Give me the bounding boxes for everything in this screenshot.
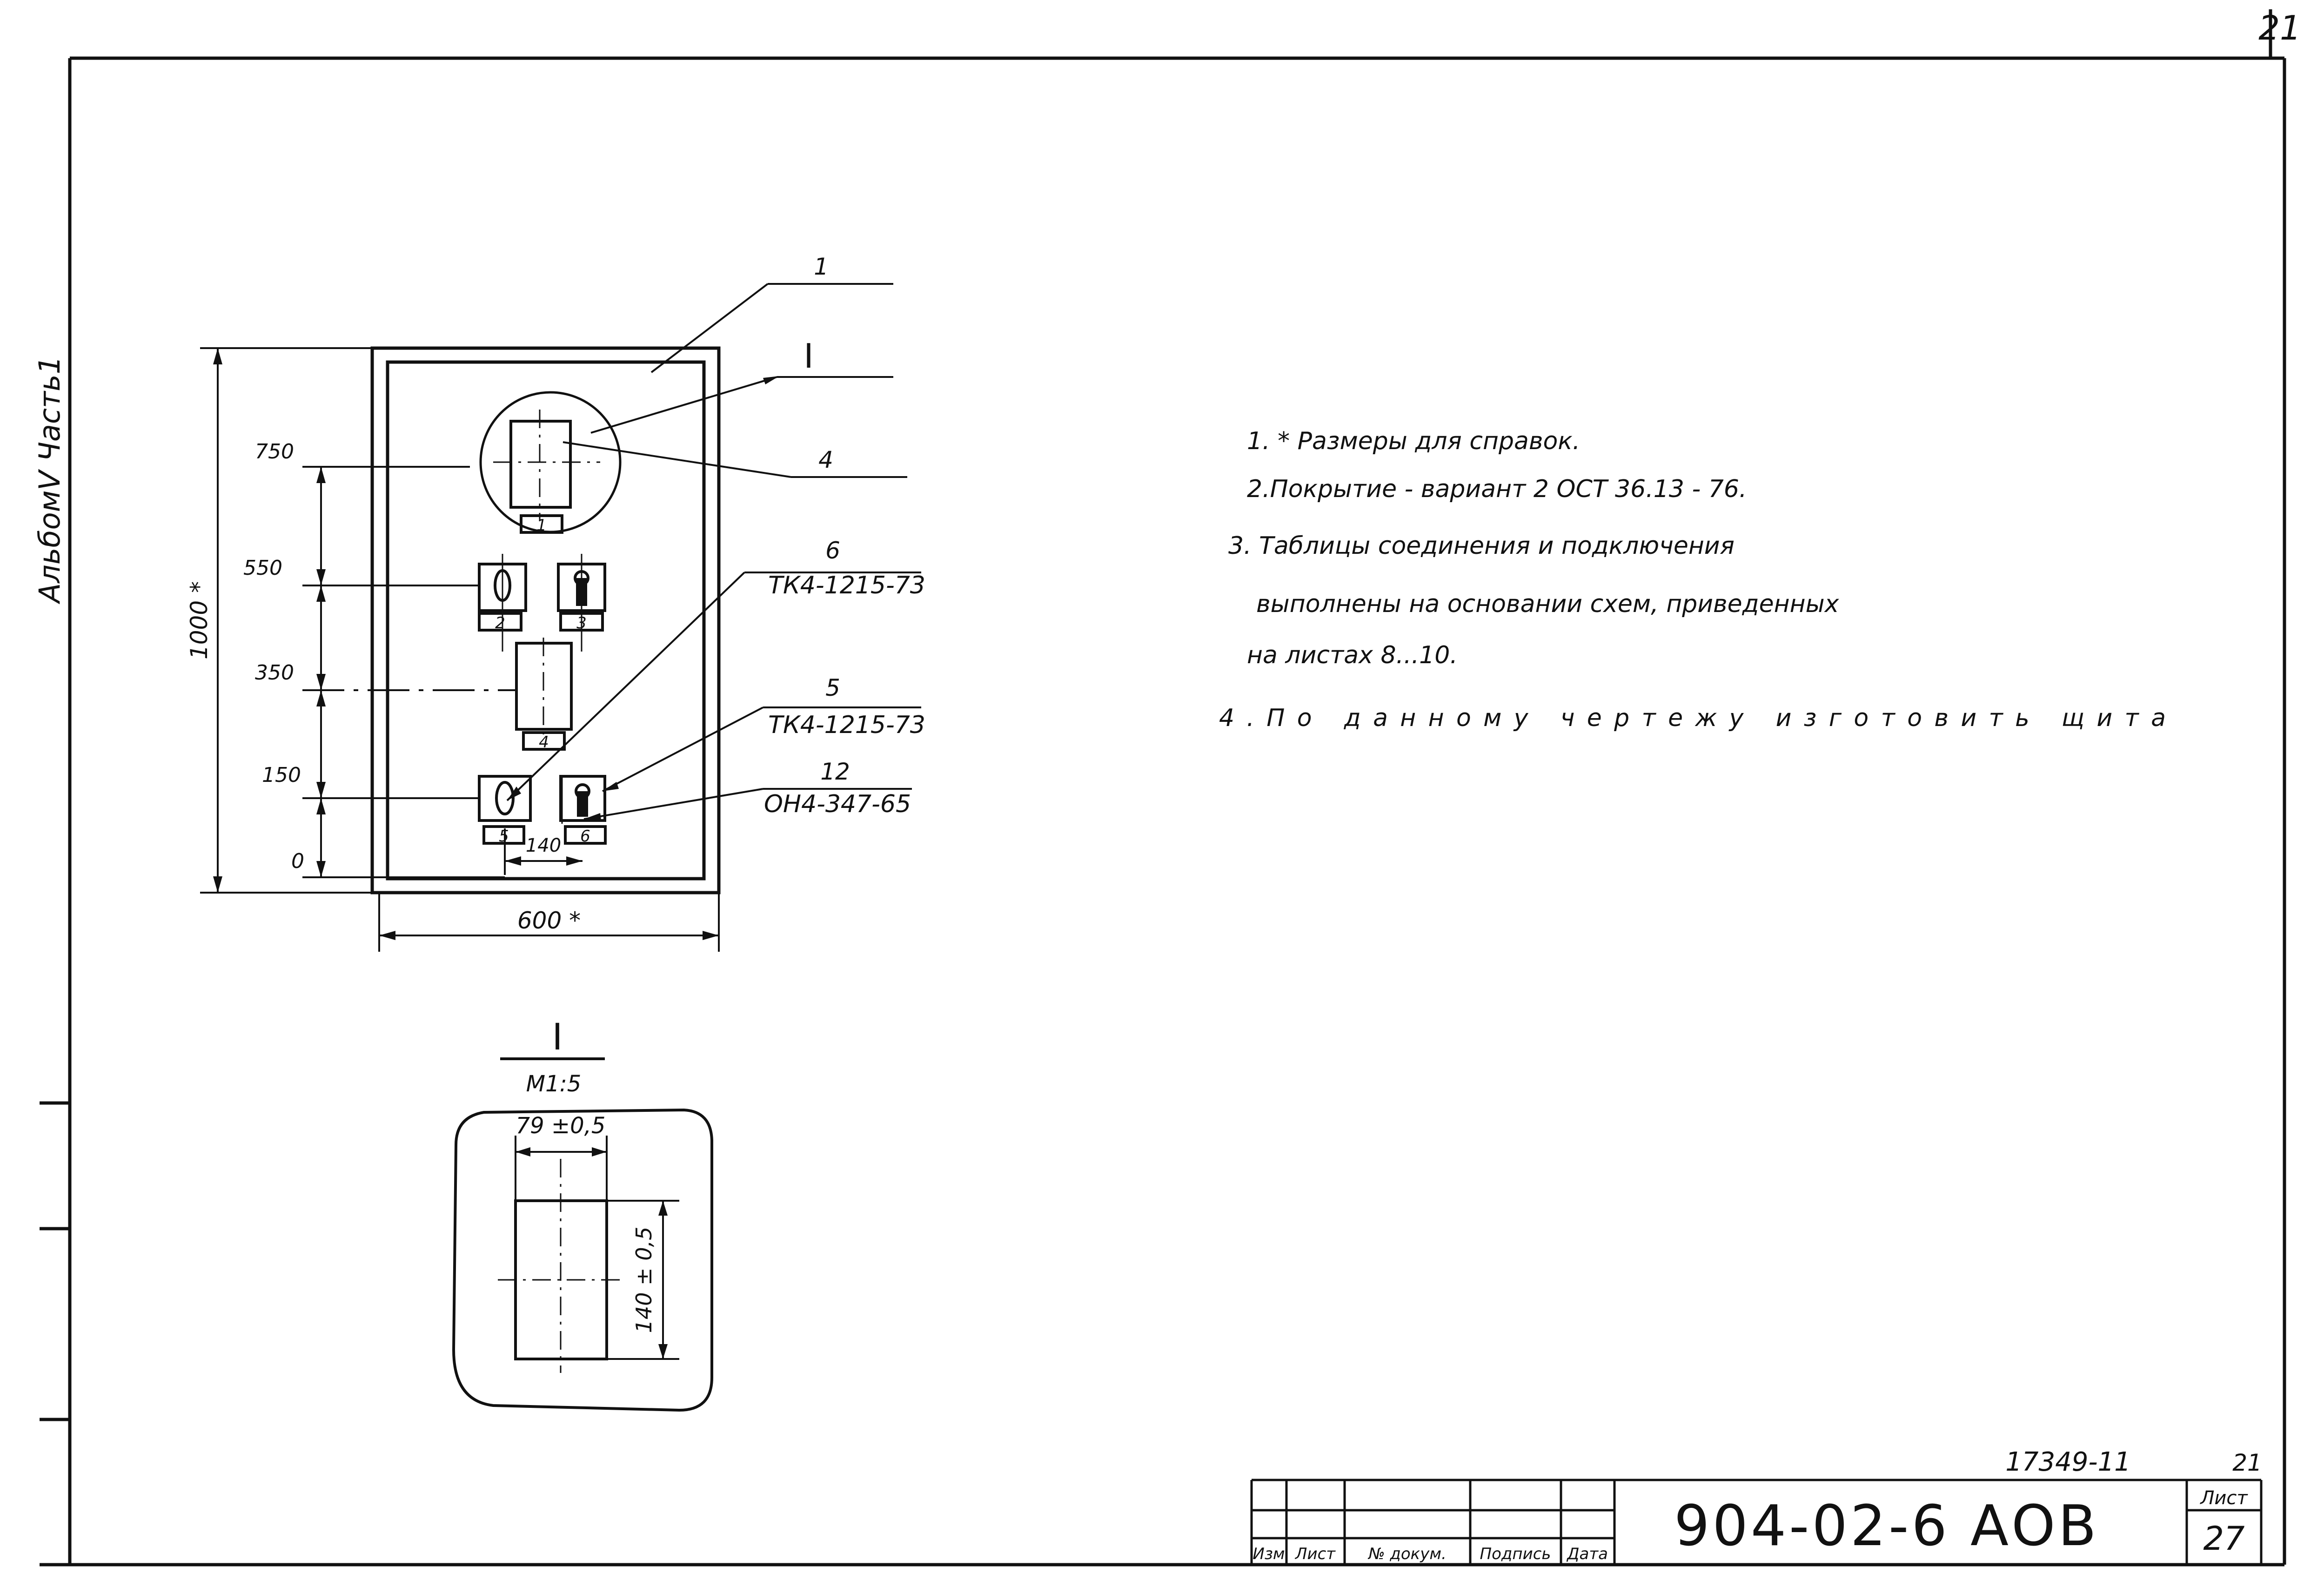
tag-2-box [478, 612, 522, 632]
tag-1: 1 [536, 516, 547, 535]
overall-width-dim: 600 * [517, 907, 581, 934]
tag-6-box [564, 825, 607, 845]
tag-2: 2 [495, 614, 505, 632]
title-block: Изм Лист № докум. Подпись Дата 904-02-6 … [1250, 1447, 2263, 1565]
callout-5: 5 [825, 674, 840, 701]
detail-view-I: I М1:5 79 ±0,5 140 ± 0,5 [452, 1016, 713, 1412]
elevation-350: 350 [255, 661, 294, 685]
corner-page-number: 21 [2258, 8, 2301, 47]
notes-block: 1. * Размеры для справок. 2.Покрытие - в… [1219, 427, 2166, 732]
sheet-number: 27 [2203, 1520, 2244, 1558]
tag-6: 6 [580, 827, 590, 846]
album-side-label: АльбомV Часть1 [33, 356, 67, 605]
note-2: 2.Покрытие - вариант 2 ОСТ 36.13 - 76. [1247, 475, 1747, 503]
col-izm: Изм [1252, 1545, 1285, 1563]
col-list: Лист [1294, 1545, 1336, 1563]
detail-width-dim: 79 ±0,5 [516, 1113, 606, 1139]
col-sign: Подпись [1480, 1545, 1551, 1563]
callout-6: 6 [825, 537, 840, 564]
callout-5-part: ТК4-1215-73 [768, 711, 925, 739]
panel-front-view: 1 2 3 4 5 6 140 [186, 253, 925, 952]
callout-12: 12 [820, 758, 850, 785]
elevation-0: 0 [291, 849, 304, 873]
col-date: Дата [1566, 1545, 1608, 1563]
inventory-number: 17349-11 [2005, 1447, 2131, 1477]
note-1: 1. * Размеры для справок. [1247, 427, 1580, 455]
callout-4: 4 [818, 446, 833, 473]
switch-5-knob [495, 781, 515, 815]
sheet-frame [40, 9, 2286, 1567]
col-doc: № докум. [1367, 1545, 1447, 1563]
elevation-550: 550 [243, 556, 282, 580]
callout-6-part: ТК4-1215-73 [768, 572, 925, 599]
detail-height-dim: 140 ± 0,5 [631, 1227, 656, 1333]
spacing-dim-140: 140 [526, 835, 561, 856]
elevation-750: 750 [255, 440, 294, 464]
callout-12-part: ОН4-347-65 [764, 790, 911, 818]
detail-title: I [552, 1016, 563, 1058]
tag-4-box [522, 731, 566, 751]
panel-inner-outline [386, 360, 706, 881]
document-code: 904-02-6 АОВ [1674, 1494, 2099, 1559]
detail-scale: М1:5 [526, 1071, 582, 1097]
switch-6-knob [577, 791, 588, 817]
detail-outline [452, 1108, 713, 1412]
callout-1: 1 [814, 253, 829, 280]
overall-height-dim: 1000 * [186, 581, 213, 659]
callout-I: I [804, 336, 813, 376]
sheet-label: Лист [2199, 1487, 2248, 1509]
cutout-4 [509, 420, 572, 509]
note-3-end: на листах 8...10. [1247, 641, 1458, 669]
note-4: 4.По данному чертежу изготовить щита [1219, 704, 2166, 732]
note-3: 3. Таблицы соединения и подключения [1228, 532, 1735, 560]
elevation-150: 150 [262, 763, 301, 787]
tag-1-box [520, 514, 563, 534]
switch-6-body [559, 775, 606, 822]
tag-4: 4 [539, 733, 549, 752]
note-3-cont: выполнены на основании схем, приведенных [1256, 590, 1840, 618]
small-number: 21 [2232, 1449, 2262, 1476]
panel-outer-outline [370, 346, 721, 895]
